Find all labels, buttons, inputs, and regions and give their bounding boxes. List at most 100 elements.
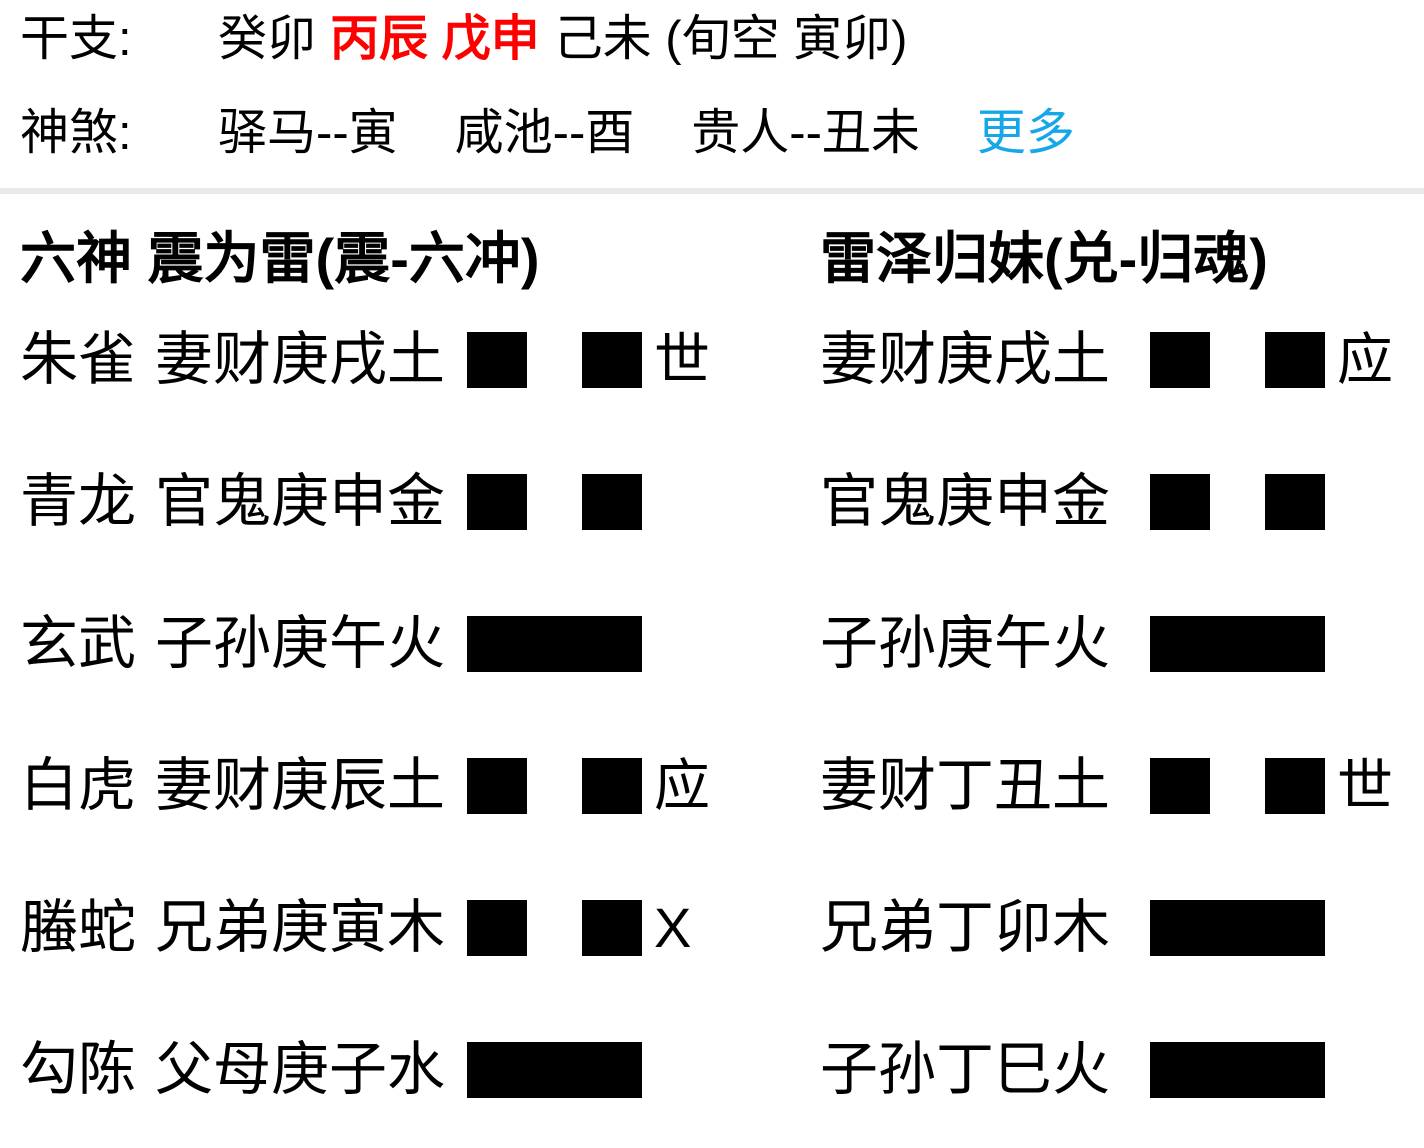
yao-block (1150, 474, 1210, 530)
shensha-guiren: 贵人--丑未 (691, 106, 920, 160)
row-label: 朱雀 妻财庚戌土 (20, 330, 467, 390)
hexagram-row: 螣蛇 兄弟庚寅木 X (20, 898, 820, 958)
relation-stem-label: 子孙庚午火 (820, 611, 1111, 676)
yao-line-symbol (467, 332, 642, 388)
six-god-label: 勾陈 (20, 1037, 137, 1102)
yao-block (1265, 616, 1325, 672)
hexagram-row: 官鬼庚申金 (820, 472, 1424, 532)
hexagram-row: 子孙丁巳火 (820, 1040, 1424, 1100)
yao-block (1150, 332, 1210, 388)
yao-block (467, 474, 527, 530)
row-label: 螣蛇 兄弟庚寅木 (20, 898, 467, 958)
six-god-label: 螣蛇 (20, 895, 137, 960)
row-label: 妻财丁丑土 (820, 756, 1150, 816)
yao-block (1265, 900, 1325, 956)
yao-block (1265, 1042, 1325, 1098)
yao-block (467, 616, 527, 672)
shensha-yima: 驿马--寅 (218, 106, 398, 160)
hexagram-row: 妻财丁丑土 世 (820, 756, 1424, 816)
row-label: 子孙丁巳火 (820, 1040, 1150, 1100)
relation-stem-label: 子孙庚午火 (155, 611, 446, 676)
relation-stem-label: 父母庚子水 (155, 1037, 446, 1102)
yao-line-symbol (467, 758, 642, 814)
yao-block (1150, 900, 1210, 956)
relation-stem-label: 兄弟庚寅木 (155, 895, 446, 960)
yao-line-symbol (467, 900, 642, 956)
yao-block (1265, 332, 1325, 388)
yao-block (467, 332, 527, 388)
row-label: 青龙 官鬼庚申金 (20, 472, 467, 532)
yao-block (1265, 474, 1325, 530)
row-label: 妻财庚戌土 (820, 330, 1150, 390)
yao-line-symbol (1150, 1042, 1325, 1098)
relation-stem-label: 妻财庚辰土 (155, 753, 446, 818)
row-label: 官鬼庚申金 (820, 472, 1150, 532)
row-label: 白虎 妻财庚辰土 (20, 756, 467, 816)
row-label: 子孙庚午火 (820, 614, 1150, 674)
yao-block (582, 758, 642, 814)
hexagram-row: 玄武 子孙庚午火 (20, 614, 820, 674)
six-god-label: 青龙 (20, 469, 137, 534)
yao-block (582, 474, 642, 530)
hexagram-row: 子孙庚午火 (820, 614, 1424, 674)
hexagram-row: 妻财庚戌土 应 (820, 330, 1424, 390)
yao-line-symbol (1150, 900, 1325, 956)
relation-stem-label: 妻财庚戌土 (820, 327, 1111, 392)
yao-line-symbol (1150, 474, 1325, 530)
ganzhi-line: 干支: 癸卯 丙辰 戊申 己未 (旬空 寅卯) (20, 8, 1424, 70)
six-god-label: 朱雀 (20, 327, 137, 392)
changed-hexagram-column: 雷泽归妹(兑-归魂) 妻财庚戌土 应 官鬼庚申金 (820, 224, 1424, 1100)
yao-line-symbol (467, 1042, 642, 1098)
row-label: 勾陈 父母庚子水 (20, 1040, 467, 1100)
yao-line-symbol (1150, 332, 1325, 388)
original-hexagram-column: 六神 震为雷(震-六冲) 朱雀 妻财庚戌土 世 青龙 官鬼庚申金 (20, 224, 820, 1100)
hexagram-area: 六神 震为雷(震-六冲) 朱雀 妻财庚戌土 世 青龙 官鬼庚申金 (0, 224, 1424, 1100)
yao-block (467, 758, 527, 814)
shensha-items: 驿马--寅 咸池--酉 贵人--丑未 更多 (218, 102, 1075, 164)
original-hexagram-title: 六神 震为雷(震-六冲) (20, 227, 540, 290)
section-divider (0, 188, 1424, 194)
hexagram-row: 白虎 妻财庚辰土 应 (20, 756, 820, 816)
ganzhi-label: 干支: (20, 12, 132, 66)
relation-stem-label: 兄弟丁卯木 (820, 895, 1111, 960)
yao-line-symbol (1150, 758, 1325, 814)
yao-block (467, 1042, 527, 1098)
relation-stem-label: 妻财丁丑土 (820, 753, 1111, 818)
yao-marker: 应 (654, 754, 710, 817)
hexagram-row: 勾陈 父母庚子水 (20, 1040, 820, 1100)
meta-section: 干支: 癸卯 丙辰 戊申 己未 (旬空 寅卯) 神煞: 驿马--寅 咸池--酉 … (0, 0, 1424, 164)
yao-line-symbol (467, 474, 642, 530)
row-label: 玄武 子孙庚午火 (20, 614, 467, 674)
yao-marker: 世 (654, 328, 710, 391)
yao-marker-moving: X (654, 896, 692, 959)
yao-block (582, 1042, 642, 1098)
yao-block (1265, 758, 1325, 814)
relation-stem-label: 子孙丁巳火 (820, 1037, 1111, 1102)
yao-block (582, 616, 642, 672)
yao-block (1150, 758, 1210, 814)
more-link[interactable]: 更多 (976, 106, 1075, 160)
relation-stem-label: 官鬼庚申金 (820, 469, 1111, 534)
hexagram-row: 青龙 官鬼庚申金 (20, 472, 820, 532)
shensha-line: 神煞: 驿马--寅 咸池--酉 贵人--丑未 更多 (20, 102, 1424, 164)
yao-block (1150, 1042, 1210, 1098)
yao-marker: 世 (1337, 754, 1393, 817)
ganzhi-year-month: 癸卯 (218, 12, 317, 66)
yao-marker: 应 (1337, 328, 1393, 391)
changed-hexagram-title: 雷泽归妹(兑-归魂) (820, 227, 1268, 290)
shensha-xianchi: 咸池--酉 (454, 106, 635, 160)
ganzhi-value: 癸卯 丙辰 戊申 己未 (旬空 寅卯) (218, 8, 908, 70)
shensha-label: 神煞: (20, 106, 132, 160)
hexagram-row: 朱雀 妻财庚戌土 世 (20, 330, 820, 390)
relation-stem-label: 官鬼庚申金 (155, 469, 446, 534)
yao-block (582, 900, 642, 956)
ganzhi-highlighted: 丙辰 戊申 (330, 12, 540, 66)
yao-block (582, 332, 642, 388)
six-god-label: 玄武 (20, 611, 137, 676)
yao-line-symbol (1150, 616, 1325, 672)
yao-block (1150, 616, 1210, 672)
row-label: 兄弟丁卯木 (820, 898, 1150, 958)
yao-line-symbol (467, 616, 642, 672)
hexagram-row: 兄弟丁卯木 (820, 898, 1424, 958)
